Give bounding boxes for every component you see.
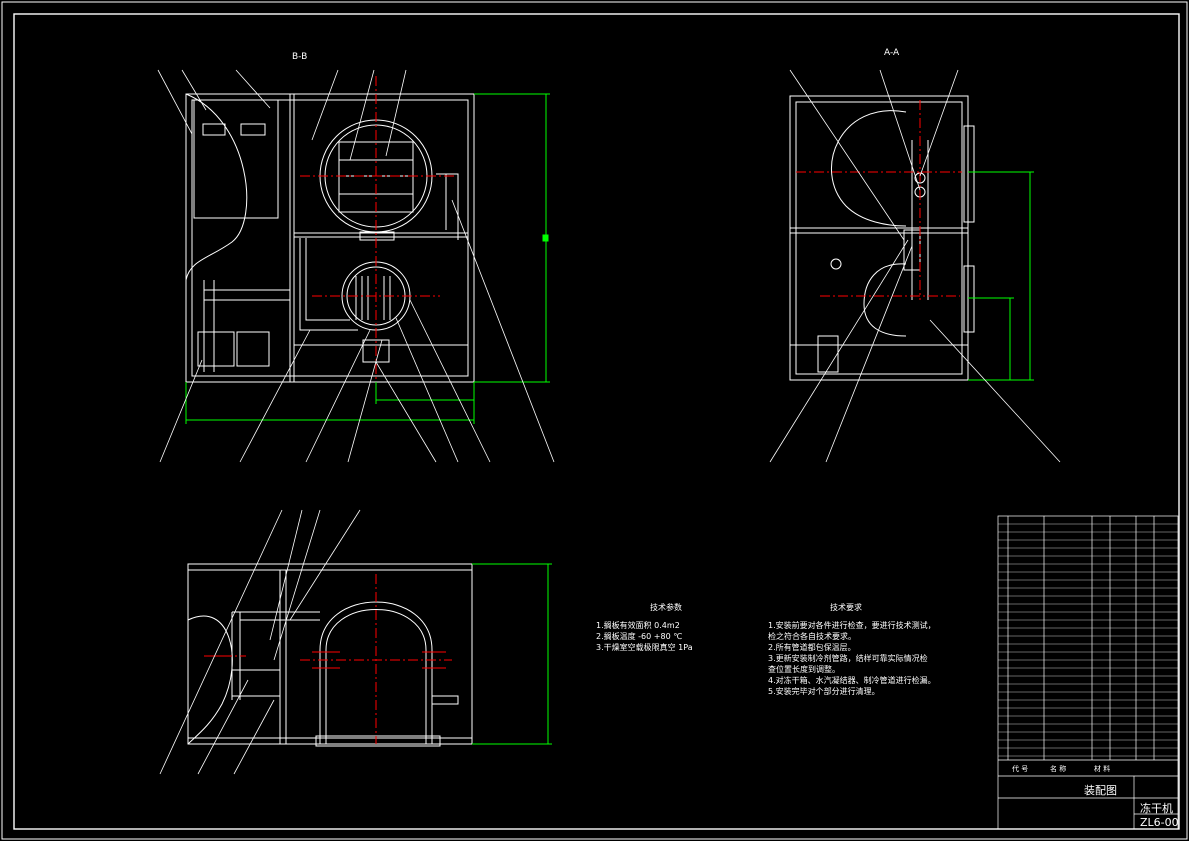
view-aa-leaders bbox=[769, 69, 1061, 463]
tech_requirements-line: 检之符合各自技术要求。 bbox=[768, 632, 856, 641]
tech_params-line: 1.搁板有效面积 0.4m2 bbox=[596, 621, 680, 630]
view-aa bbox=[789, 95, 975, 381]
view-plan-leaders bbox=[159, 509, 361, 775]
view-aa-dims bbox=[968, 171, 1034, 381]
view-plan bbox=[187, 563, 473, 747]
tb-material: 材 料 bbox=[1094, 765, 1111, 773]
tech_requirements-line: 2.所有管道都包保温层。 bbox=[768, 643, 856, 652]
tb-name: 名 称 bbox=[1050, 765, 1067, 773]
view-aa-title: A-A bbox=[884, 48, 900, 58]
view-plan-red-parts bbox=[212, 651, 446, 669]
view-bb-centerlines bbox=[300, 76, 456, 380]
tech_requirements-line: 查位置长度到调整。 bbox=[768, 665, 840, 674]
parts-list bbox=[997, 515, 1179, 830]
view-bb-leaders bbox=[157, 69, 555, 463]
drawing-name: 装配图 bbox=[1084, 784, 1117, 797]
view-plan-centerlines bbox=[204, 574, 452, 744]
tech_requirements-line: 5.安装完毕对个部分进行清理。 bbox=[768, 687, 880, 696]
tb-code: 代 号 bbox=[1012, 765, 1029, 773]
sheet-border-inner bbox=[13, 13, 1180, 830]
tech_requirements-line: 1.安装前要对各件进行检查，要进行技术测试， bbox=[768, 621, 936, 630]
drawing-number: ZL6-00 bbox=[1140, 816, 1179, 829]
tech_requirements-line: 3.更新安装制冷剂管路，结样可靠实际情况检 bbox=[768, 654, 928, 663]
parts-list-rows bbox=[998, 523, 1178, 757]
view-bb-title: B-B bbox=[292, 52, 308, 62]
view-bb bbox=[185, 93, 475, 383]
tech-req-title: 技术要求 bbox=[830, 603, 862, 612]
tech-params-list: 1.搁板有效面积 0.4m2 2.搁板温度 -60 +80 ℃ 3.干燥室空载极限真… bbox=[596, 620, 693, 653]
view-plan-dims bbox=[472, 563, 552, 745]
tech-params-title: 技术参数 bbox=[650, 603, 682, 612]
view-bb-dims bbox=[185, 93, 550, 424]
tech_requirements-line: 4.对冻干箱、水汽凝结器、制冷管道进行检漏。 bbox=[768, 676, 936, 685]
tech_params-line: 3.干燥室空载极限真空 1Pa bbox=[596, 643, 693, 652]
tech_params-line: 2.搁板温度 -60 +80 ℃ bbox=[596, 632, 683, 641]
view-aa-centerlines bbox=[796, 100, 962, 300]
machine-name: 冻干机 bbox=[1140, 802, 1173, 815]
tech-requirements-list: 1.安装前要对各件进行检查，要进行技术测试， 检之符合各自技术要求。 2.所有管道… bbox=[768, 620, 936, 697]
